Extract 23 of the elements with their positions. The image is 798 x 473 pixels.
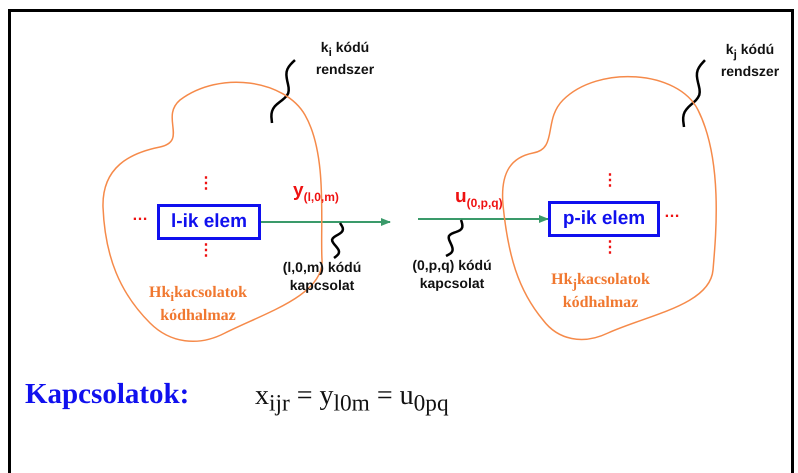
edge-label: u$_{(0,p,q)}$	[455, 186, 503, 210]
leader-line	[270, 59, 296, 124]
set-label: Hk$_{i}$kacsolatok kódhalmaz	[148, 283, 248, 326]
system-outline	[502, 76, 717, 340]
ellipsis: ⋮	[602, 240, 618, 256]
annotation-text: k$_{i}$ kódú rendszer	[295, 38, 395, 78]
annotation-text: k$_{j}$ kódú rendszer	[705, 40, 795, 80]
arrow	[261, 218, 391, 226]
element-box: l-ik elem	[157, 204, 261, 240]
leader-line	[330, 222, 344, 259]
annotation-text: (0,p,q) kódú kapcsolat	[392, 256, 512, 292]
ellipsis: ⋮	[198, 243, 214, 259]
ellipsis: ⋮	[602, 173, 618, 189]
ellipsis: …	[664, 205, 680, 221]
ellipsis: …	[132, 208, 148, 224]
heading-text: Kapcsolatok:	[25, 378, 190, 411]
formula-text: x$_{ijr}$ = y$_{l0m}$ = u$_{0pq}$	[255, 380, 449, 418]
set-label: Hk$_{j}$kacsolatok kódhalmaz	[550, 270, 651, 313]
ellipsis: ⋮	[198, 176, 214, 192]
leader-line	[445, 220, 464, 258]
arrow	[418, 215, 549, 223]
leader-line	[682, 59, 706, 128]
element-box: p-ik elem	[548, 201, 660, 237]
